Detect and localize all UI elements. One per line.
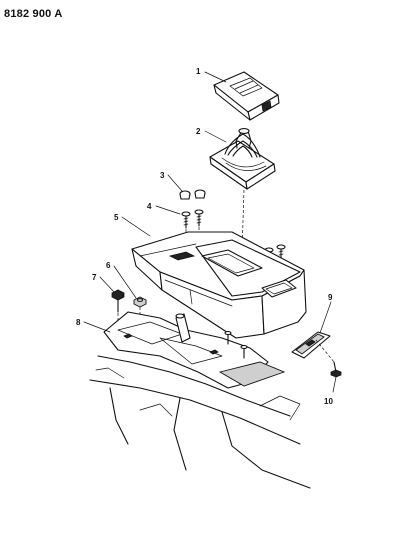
callout-9: 9: [328, 293, 333, 302]
callout-4: 4: [147, 202, 152, 211]
part-code-label: 8182 900 A: [4, 8, 63, 20]
callout-numbers: 1 2 3 4 5 6 7 8 9 10: [76, 67, 333, 406]
shift-boot: [209, 128, 276, 190]
shifter-mounting-bracket: [89, 311, 311, 489]
callout-7: 7: [92, 273, 97, 282]
callout-leaders: [83, 71, 337, 393]
bolt: [111, 289, 125, 330]
callout-3: 3: [160, 171, 165, 180]
callout-2: 2: [196, 127, 201, 136]
screw-plug: [179, 189, 206, 200]
callout-8: 8: [76, 318, 81, 327]
switch-plate: [291, 331, 335, 363]
console-screw: [181, 209, 204, 246]
callout-5: 5: [114, 213, 119, 222]
callout-10: 10: [324, 397, 333, 406]
callout-1: 1: [196, 67, 201, 76]
console-body: [131, 231, 307, 339]
shift-indicator-bezel: [213, 71, 280, 121]
callout-6: 6: [106, 261, 111, 270]
panel-screw: [330, 361, 342, 378]
